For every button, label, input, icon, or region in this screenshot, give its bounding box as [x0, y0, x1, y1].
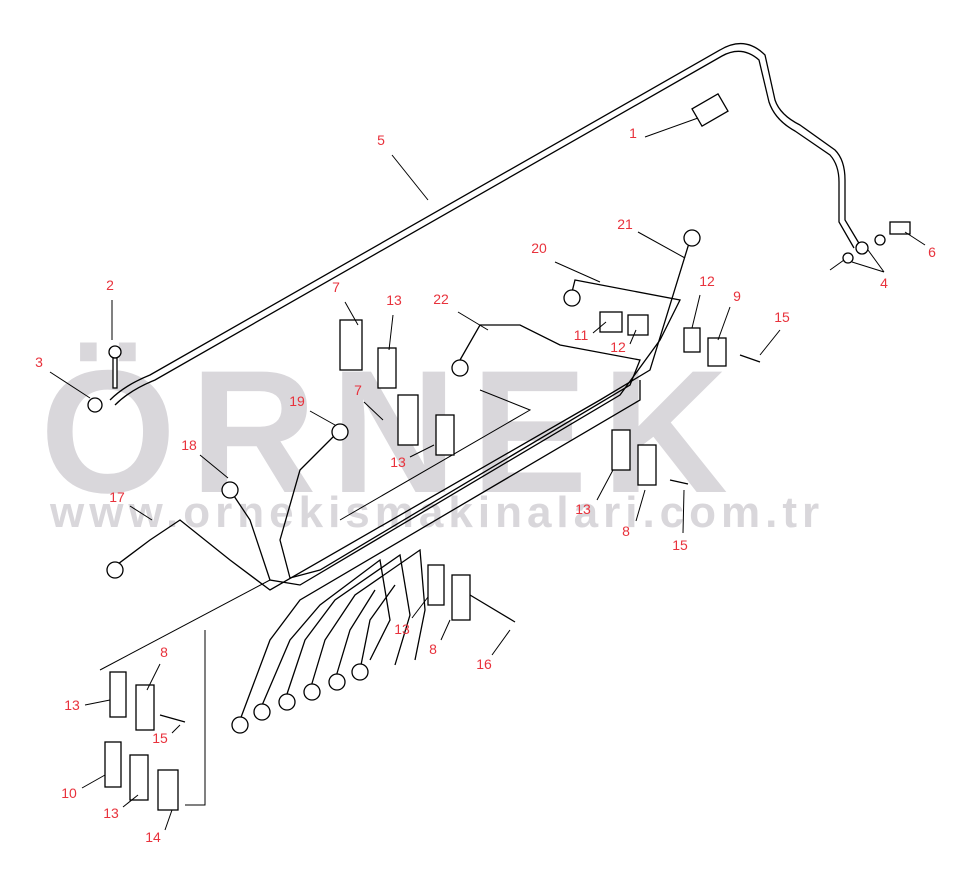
- callout-15: 15: [774, 309, 790, 325]
- callout-8: 8: [160, 644, 168, 660]
- callout-13: 13: [390, 454, 406, 470]
- callout-10: 10: [61, 785, 77, 801]
- callout-19: 19: [289, 393, 305, 409]
- parts: [87, 92, 911, 811]
- callout-15: 15: [672, 537, 688, 553]
- callout-1: 1: [629, 125, 637, 141]
- callout-6: 6: [928, 244, 936, 260]
- callout-7: 7: [354, 382, 362, 398]
- callout-20: 20: [531, 240, 547, 256]
- callout-21: 21: [617, 216, 633, 232]
- callout-12: 12: [610, 339, 626, 355]
- callout-22: 22: [433, 291, 449, 307]
- injection-pipes: [109, 239, 691, 721]
- callout-4: 4: [880, 275, 888, 291]
- watermark-url: www.ornekismakinalari.com.tr: [50, 488, 825, 537]
- callout-14: 14: [145, 829, 161, 845]
- callout-18: 18: [181, 437, 197, 453]
- callout-13: 13: [103, 805, 119, 821]
- callout-5: 5: [377, 132, 385, 148]
- callout-3: 3: [35, 354, 43, 370]
- callout-2: 2: [106, 277, 114, 293]
- callout-17: 17: [109, 489, 125, 505]
- callout-13: 13: [394, 621, 410, 637]
- leader-lines: [49, 117, 926, 831]
- callout-7: 7: [332, 279, 340, 295]
- callout-8: 8: [622, 523, 630, 539]
- callout-9: 9: [733, 288, 741, 304]
- callout-11: 11: [573, 327, 589, 343]
- reference-lines: [99, 389, 532, 806]
- callout-16: 16: [476, 656, 492, 672]
- callout-13: 13: [64, 697, 80, 713]
- callout-8: 8: [429, 641, 437, 657]
- callout-13: 13: [386, 292, 402, 308]
- callout-13: 13: [575, 501, 591, 517]
- callout-15: 15: [152, 730, 168, 746]
- return-pipe: [109, 43, 861, 406]
- callout-12: 12: [699, 273, 715, 289]
